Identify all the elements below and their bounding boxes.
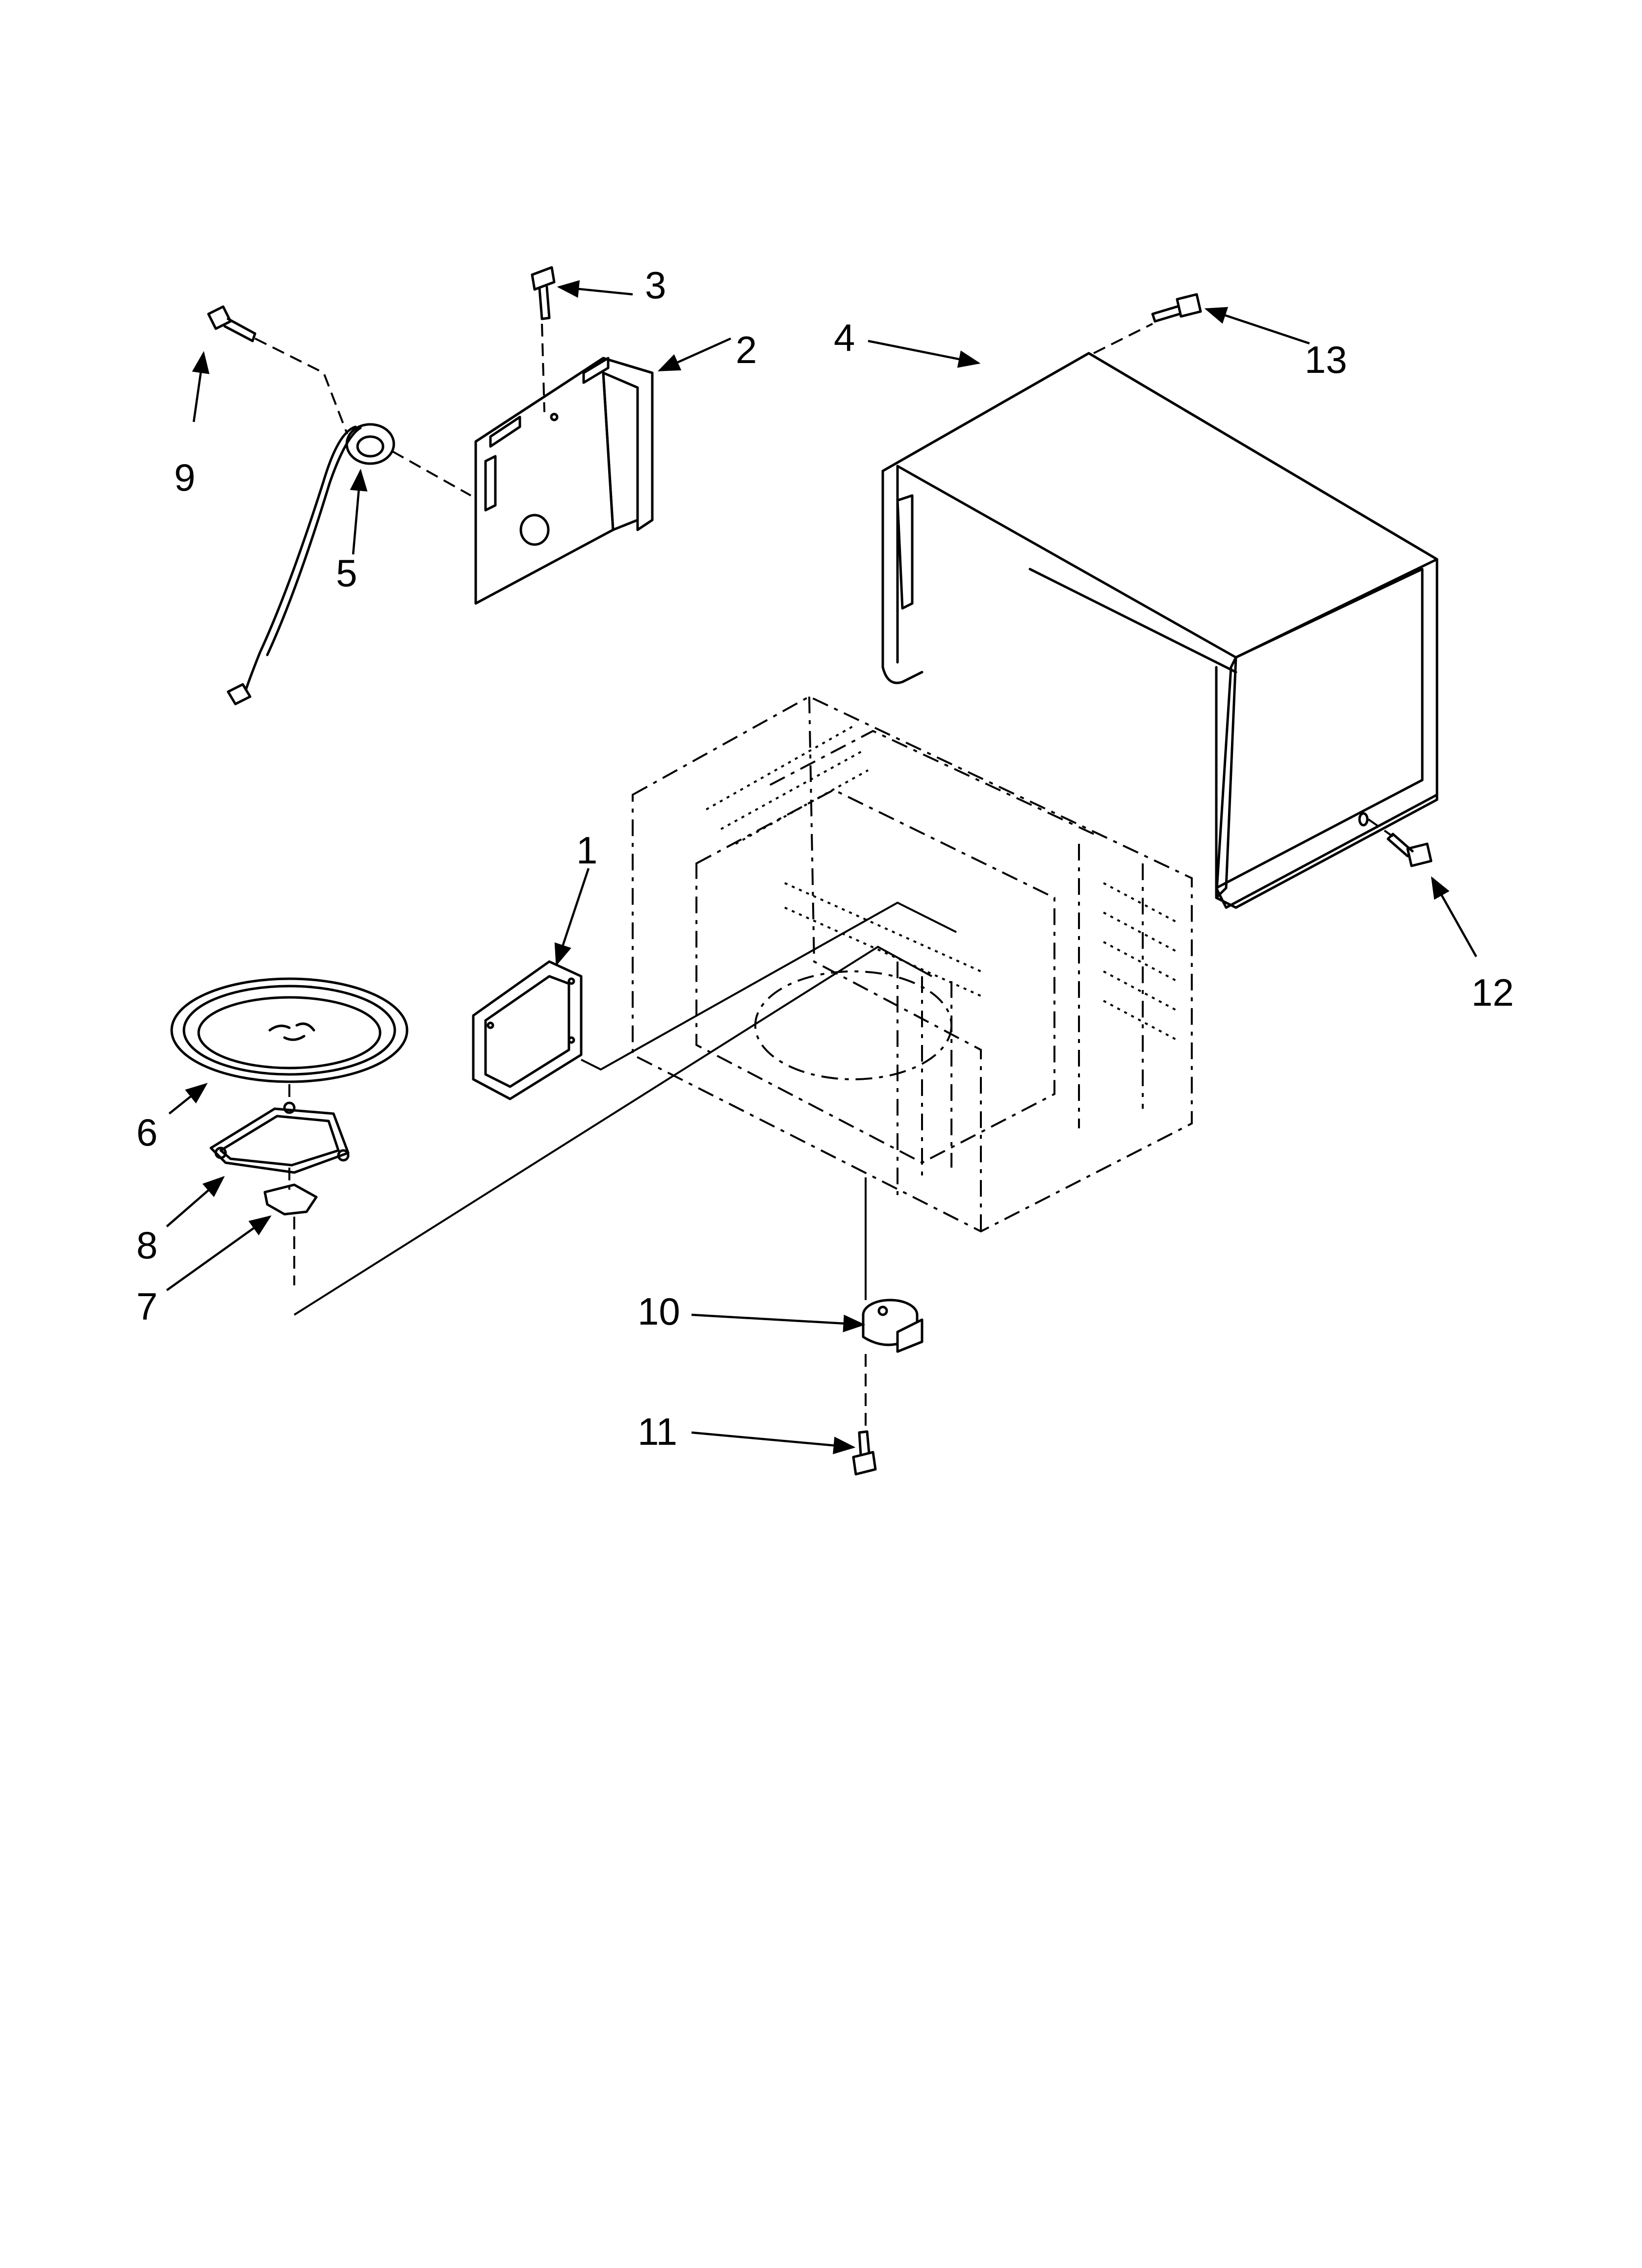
- coupler: [263, 1183, 318, 1216]
- screw-part-3: [531, 266, 556, 320]
- callout-12: 12: [1471, 971, 1514, 1014]
- callout-11: 11: [638, 1410, 677, 1453]
- screw-part-13: [1151, 293, 1202, 323]
- callout-6: 6: [136, 1111, 157, 1154]
- cabinet-wrapper: [881, 352, 1438, 909]
- waveguide-cover: [472, 960, 583, 1100]
- screw-part-12: [1386, 833, 1433, 867]
- callout-7: 7: [136, 1285, 157, 1328]
- screw-part-9: [207, 305, 257, 342]
- chassis-outline: [632, 695, 1193, 1233]
- screw-part-11: [852, 1430, 877, 1476]
- callout-13: 13: [1305, 338, 1347, 381]
- turntable-motor: [862, 1299, 924, 1353]
- leader-arrows: [166, 280, 1477, 1455]
- callout-1: 1: [576, 829, 597, 872]
- assembly-lines: [255, 323, 1394, 1428]
- callout-4: 4: [834, 316, 855, 359]
- callout-3: 3: [645, 263, 666, 307]
- glass-tray: [170, 977, 409, 1083]
- callout-5: 5: [336, 551, 357, 595]
- cover-plate: [474, 357, 654, 605]
- callout-8: 8: [136, 1224, 157, 1267]
- callout-9: 9: [174, 456, 195, 499]
- callout-10: 10: [638, 1290, 680, 1333]
- callouts: 3 2 4 13 9 5 1 12 6 8 7 10 11: [136, 263, 1514, 1453]
- thermal-protector: [227, 423, 395, 705]
- callout-2: 2: [736, 328, 757, 371]
- roller-support: [209, 1101, 350, 1174]
